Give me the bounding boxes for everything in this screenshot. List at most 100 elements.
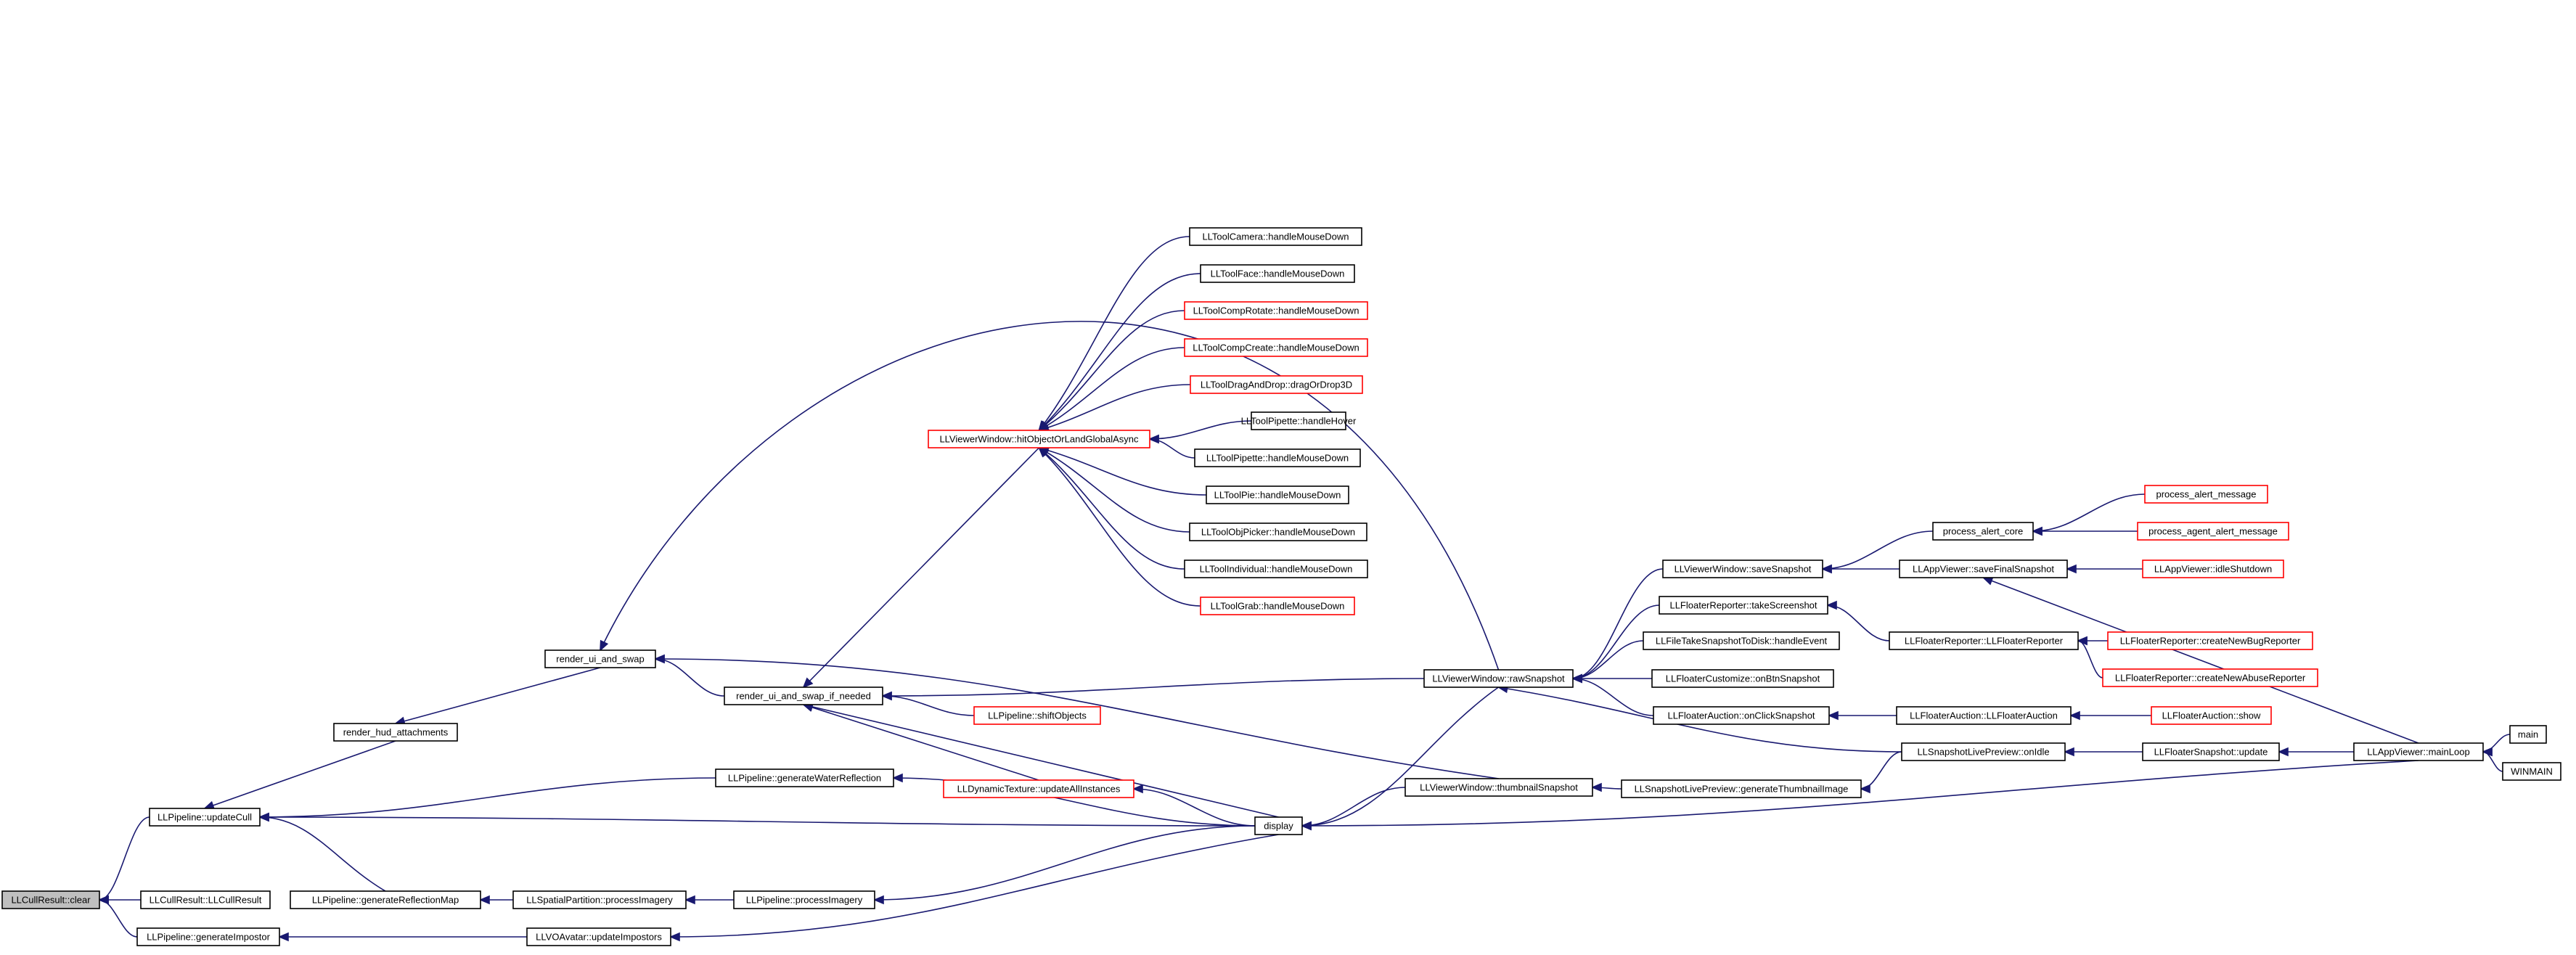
edge-lltoolcamera-handlemousedown-to-llviewerwindow-hitobjectorlandglobalasync [1038, 236, 1190, 431]
node-llfiletakesnapshottodisk-handleevent[interactable]: LLFileTakeSnapshotToDisk::handleEvent [1643, 631, 1840, 650]
node-render-ui-and-swap[interactable]: render_ui_and_swap [544, 649, 656, 668]
arrowhead-process-alert-core [2031, 526, 2043, 536]
node-process-agent-alert-message[interactable]: process_agent_alert_message [2137, 522, 2289, 541]
edge-display-to-lldynamictexture-updateallinstances [1133, 788, 1256, 827]
node-label-lltoolface-handlemousedown: LLToolFace::handleMouseDown [1211, 269, 1345, 279]
node-llviewerwindow-rawsnapshot[interactable]: LLViewerWindow::rawSnapshot [1423, 669, 1574, 688]
node-render-ui-and-swap-if-needed[interactable]: render_ui_and_swap_if_needed [724, 686, 883, 705]
arrowhead-llpipeline-updatecull [258, 812, 269, 822]
edge-llsnapshotlivepreview-onidle-to-llsnapshotlivepreview-generatethumbnailimage [1860, 751, 1902, 790]
node-llpipeline-processimagery[interactable]: LLPipeline::processImagery [733, 890, 875, 909]
node-llsnapshotlivepreview-generatethumbnailimage[interactable]: LLSnapshotLivePreview::generateThumbnail… [1621, 779, 1862, 798]
node-display[interactable]: display [1254, 816, 1303, 835]
node-lltoolcamera-handlemousedown[interactable]: LLToolCamera::handleMouseDown [1189, 227, 1362, 246]
arrowhead-render-ui-and-swap-if-needed [880, 691, 892, 701]
node-lltoolindividual-handlemousedown[interactable]: LLToolIndividual::handleMouseDown [1184, 560, 1368, 578]
arrowhead-render-ui-and-swap-if-needed [802, 677, 814, 689]
node-llfloaterreporter-llfloaterreporter[interactable]: LLFloaterReporter::LLFloaterReporter [1889, 631, 2079, 650]
node-lltoolcompcreate-handlemousedown[interactable]: LLToolCompCreate::handleMouseDown [1184, 338, 1368, 357]
node-lltoolgrab-handlemousedown[interactable]: LLToolGrab::handleMouseDown [1200, 597, 1355, 615]
node-label-llviewerwindow-savesnapshot: LLViewerWindow::saveSnapshot [1675, 564, 1812, 575]
node-llpipeline-generatereflectionmap[interactable]: LLPipeline::generateReflectionMap [290, 890, 481, 909]
node-label-llappviewer-mainloop: LLAppViewer::mainLoop [2367, 747, 2469, 758]
node-lldynamictexture-updateallinstances[interactable]: LLDynamicTexture::updateAllInstances [943, 779, 1134, 798]
node-llcullresult-llcullresult[interactable]: LLCullResult::LLCullResult [140, 890, 271, 909]
node-box-process-agent-alert-message [2137, 522, 2289, 541]
arrowhead-llfloatersnapshot-update [2277, 747, 2289, 757]
edge-lltoolcomprotate-handlemousedown-to-llviewerwindow-hitobjectorlandglobalasync [1038, 310, 1185, 431]
node-lltoolpipette-handlehover[interactable]: LLToolPipette::handleHover [1241, 411, 1357, 430]
node-label-llfloaterauction-show: LLFloaterAuction::show [2162, 710, 2261, 721]
node-box-process-alert-core [1932, 522, 2034, 541]
edge-llviewerwindow-rawsnapshot-to-render-ui-and-swap-if-needed [882, 678, 1425, 697]
node-llfloaterauction-onclicksnapshot[interactable]: LLFloaterAuction::onClickSnapshot [1653, 706, 1830, 725]
node-box-render-ui-and-swap-if-needed [724, 686, 883, 705]
node-label-llpipeline-updatecull: LLPipeline::updateCull [158, 812, 252, 823]
node-lltoolface-handlemousedown[interactable]: LLToolFace::handleMouseDown [1200, 264, 1355, 283]
node-label-llfiletakesnapshottodisk-handleevent: LLFileTakeSnapshotToDisk::handleEvent [1656, 636, 1828, 647]
node-llfloaterreporter-createnewabusereporter[interactable]: LLFloaterReporter::createNewAbuseReporte… [2102, 668, 2318, 687]
node-label-llfloatercustomize-onbtnsnapshot: LLFloaterCustomize::onBtnSnapshot [1666, 673, 1820, 684]
node-label-lltoolcompcreate-handlemousedown: LLToolCompCreate::handleMouseDown [1193, 343, 1359, 353]
node-box-llviewerwindow-rawsnapshot [1423, 669, 1574, 688]
node-llpipeline-shiftobjects[interactable]: LLPipeline::shiftObjects [973, 706, 1101, 725]
arrowhead-llviewerwindow-thumbnailsnapshot [1590, 782, 1602, 792]
node-label-lltoolobjpicker-handlemousedown: LLToolObjPicker::handleMouseDown [1201, 527, 1355, 538]
node-llfloaterreporter-takescreenshot[interactable]: LLFloaterReporter::takeScreenshot [1659, 596, 1828, 615]
node-box-lltoolpipette-handlemousedown [1194, 448, 1361, 467]
node-winmain[interactable]: WINMAIN [2502, 762, 2561, 781]
node-process-alert-message[interactable]: process_alert_message [2144, 485, 2268, 504]
node-label-llfloaterreporter-llfloaterreporter: LLFloaterReporter::LLFloaterReporter [1905, 636, 2064, 647]
node-llfloaterauction-llfloaterauction[interactable]: LLFloaterAuction::LLFloaterAuction [1896, 706, 2072, 725]
node-main[interactable]: main [2509, 725, 2547, 744]
node-llfloatersnapshot-update[interactable]: LLFloaterSnapshot::update [2142, 742, 2280, 761]
node-box-lltoolface-handlemousedown [1200, 264, 1355, 283]
node-llvoavatar-updateimpostors[interactable]: LLVOAvatar::updateImpostors [526, 927, 671, 946]
node-box-llpipeline-updatecull [149, 808, 261, 827]
node-llappviewer-savefinalsnapshot[interactable]: LLAppViewer::saveFinalSnapshot [1899, 560, 2068, 578]
node-llfloaterreporter-createnewbugreporter[interactable]: LLFloaterReporter::createNewBugReporter [2107, 631, 2313, 650]
node-lltooldraganddrop-dragordrop3d[interactable]: LLToolDragAndDrop::dragOrDrop3D [1190, 375, 1363, 394]
node-llviewerwindow-thumbnailsnapshot[interactable]: LLViewerWindow::thumbnailSnapshot [1404, 778, 1593, 797]
edge-render-ui-and-swap-to-render-hud-attachments [395, 667, 601, 724]
edge-llfloaterreporter-createnewabusereporter-to-llfloaterreporter-llfloaterreporter [2077, 640, 2103, 679]
node-llpipeline-updatecull[interactable]: LLPipeline::updateCull [149, 808, 261, 827]
node-label-llvoavatar-updateimpostors: LLVOAvatar::updateImpostors [536, 932, 662, 943]
node-box-llfloatercustomize-onbtnsnapshot [1651, 669, 1834, 688]
node-label-lltoolpipette-handlehover: LLToolPipette::handleHover [1241, 416, 1357, 427]
node-lltoolobjpicker-handlemousedown[interactable]: LLToolObjPicker::handleMouseDown [1189, 522, 1367, 541]
node-label-llcullresult-llcullresult: LLCullResult::LLCullResult [150, 895, 262, 906]
node-llsnapshotlivepreview-onidle[interactable]: LLSnapshotLivePreview::onIdle [1901, 742, 2066, 761]
node-label-llfloaterreporter-createnewbugreporter: LLFloaterReporter::createNewBugReporter [2120, 636, 2301, 647]
node-llviewerwindow-savesnapshot[interactable]: LLViewerWindow::saveSnapshot [1662, 560, 1823, 578]
node-process-alert-core[interactable]: process_alert_core [1932, 522, 2034, 541]
node-lltoolcomprotate-handlemousedown[interactable]: LLToolCompRotate::handleMouseDown [1184, 301, 1368, 320]
node-label-llfloatersnapshot-update: LLFloaterSnapshot::update [2154, 747, 2268, 758]
edge-lltoolpipette-handlehover-to-llviewerwindow-hitobjectorlandglobalasync [1149, 420, 1252, 440]
node-render-hud-attachments[interactable]: render_hud_attachments [333, 723, 458, 742]
node-label-process-agent-alert-message: process_agent_alert_message [2148, 526, 2278, 537]
node-llcullresult-clear[interactable]: LLCullResult::clear [1, 890, 100, 909]
node-llpipeline-generateimpostor[interactable]: LLPipeline::generateImpostor [136, 927, 280, 946]
node-lltoolpipette-handlemousedown[interactable]: LLToolPipette::handleMouseDown [1194, 448, 1361, 467]
arrowhead-render-ui-and-swap [600, 639, 609, 652]
node-label-llfloaterauction-onclicksnapshot: LLFloaterAuction::onClickSnapshot [1667, 710, 1815, 721]
node-llpipeline-generatewaterreflection[interactable]: LLPipeline::generateWaterReflection [715, 768, 894, 787]
node-llfloatercustomize-onbtnsnapshot[interactable]: LLFloaterCustomize::onBtnSnapshot [1651, 669, 1834, 688]
edge-lltoolface-handlemousedown-to-llviewerwindow-hitobjectorlandglobalasync [1038, 273, 1201, 431]
node-lltoolpie-handlemousedown[interactable]: LLToolPie::handleMouseDown [1206, 485, 1349, 504]
node-box-llviewerwindow-thumbnailsnapshot [1404, 778, 1593, 797]
node-box-llviewerwindow-savesnapshot [1662, 560, 1823, 578]
arrowhead-llappviewer-savefinalsnapshot [1982, 576, 1994, 586]
node-llfloaterauction-show[interactable]: LLFloaterAuction::show [2151, 706, 2272, 725]
node-label-llviewerwindow-thumbnailsnapshot: LLViewerWindow::thumbnailSnapshot [1420, 782, 1578, 793]
edge-display-to-llvoavatar-updateimpostors [670, 834, 1279, 938]
node-llspatialpartition-processimagery[interactable]: LLSpatialPartition::processImagery [512, 890, 687, 909]
node-llviewerwindow-hitobjectorlandglobalasync[interactable]: LLViewerWindow::hitObjectOrLandGlobalAsy… [928, 430, 1150, 448]
edge-winmain-to-llappviewer-mainloop [2482, 751, 2503, 772]
node-box-llpipeline-generatereflectionmap [290, 890, 481, 909]
node-llappviewer-idleshutdown[interactable]: LLAppViewer::idleShutdown [2142, 560, 2284, 578]
arrowhead-llfloaterreporter-takescreenshot [1825, 600, 1837, 610]
node-llappviewer-mainloop[interactable]: LLAppViewer::mainLoop [2353, 742, 2484, 761]
node-box-display [1254, 816, 1303, 835]
